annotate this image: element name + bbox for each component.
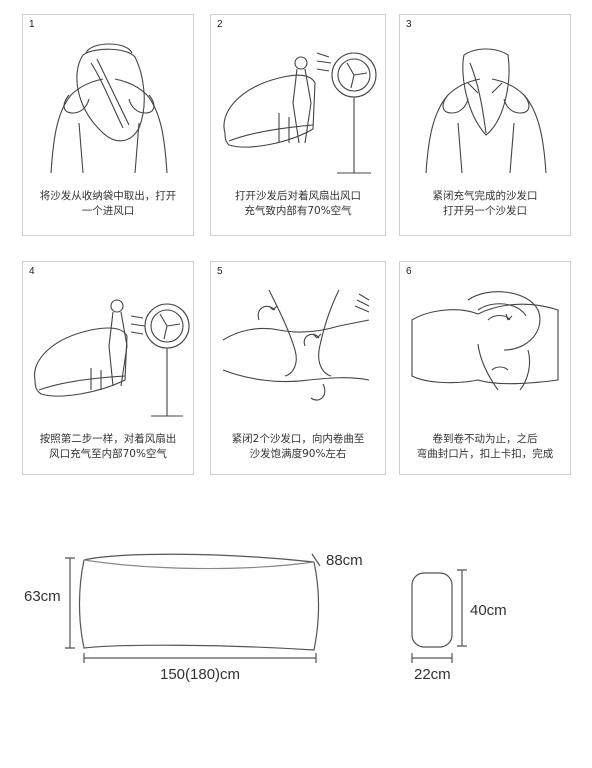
bag-height-label: 40cm <box>470 602 507 619</box>
step-caption-line1: 紧闭充气完成的沙发口 <box>432 190 538 202</box>
close-valve-illustration <box>425 48 547 174</box>
storage-bag-outline <box>411 572 453 648</box>
sofa-depth-label: 88cm <box>326 552 363 569</box>
sofa-length-label: 150(180)cm <box>160 666 241 683</box>
step-panel-5: 5 紧闭2个沙发口，向内卷曲至 沙发饱满度90%左右 <box>210 261 386 475</box>
inflate-second-opening-illustration <box>34 299 190 417</box>
step-caption-line1: 打开沙发后对着风扇出风口 <box>235 190 361 202</box>
sofa-dimension-drawing <box>65 553 467 663</box>
sofa-outline <box>78 553 320 651</box>
step-caption-line2: 风口充气至内部70%空气 <box>49 448 167 460</box>
step-panel-1: 1 将沙发从收纳袋中取出，打开 一个进风口 <box>22 14 194 236</box>
step-number: 5 <box>217 266 223 277</box>
step-caption-line1: 紧闭2个沙发口，向内卷曲至 <box>231 433 365 445</box>
step-number: 3 <box>406 19 412 30</box>
step-caption-line1: 按照第二步一样，对着风扇出 <box>39 433 177 445</box>
step-panel-3: 3 紧闭充气完成的沙发口 打开另一个沙发口 <box>399 14 571 236</box>
step-caption-line2: 打开另一个沙发口 <box>443 205 527 217</box>
sofa-height-label: 63cm <box>24 588 61 605</box>
step-caption-line2: 一个进风口 <box>81 205 135 217</box>
step-panel-6: 6 卷到卷不动为止，之后 弯曲封口片，扣上卡扣，完成 <box>399 261 571 475</box>
step-number: 4 <box>29 266 35 277</box>
step-number: 1 <box>29 19 35 30</box>
roll-sofa-illustration <box>222 289 370 401</box>
step-number: 6 <box>406 266 412 277</box>
step-panel-2: 2 打开沙发后对着风扇出风口 充气致内部有70%空气 <box>210 14 386 236</box>
step-caption-line1: 将沙发从收纳袋中取出，打开 <box>39 190 177 202</box>
step-caption-line2: 弯曲封口片，扣上卡扣，完成 <box>416 448 554 460</box>
step-panel-4: 4 按照第二步一样，对着风扇出 风口充气至内部70%空气 <box>22 261 194 475</box>
unpack-sofa-illustration <box>50 43 168 174</box>
step-caption-line2: 沙发饱满度90%左右 <box>249 448 347 460</box>
step-caption-line2: 充气致内部有70%空气 <box>244 205 352 217</box>
step-number: 2 <box>217 19 223 30</box>
step-caption-line1: 卷到卷不动为止，之后 <box>432 433 538 445</box>
bag-width-label: 22cm <box>414 666 451 683</box>
buckle-sofa-illustration <box>411 291 559 391</box>
inflate-with-fan-illustration <box>223 52 377 174</box>
